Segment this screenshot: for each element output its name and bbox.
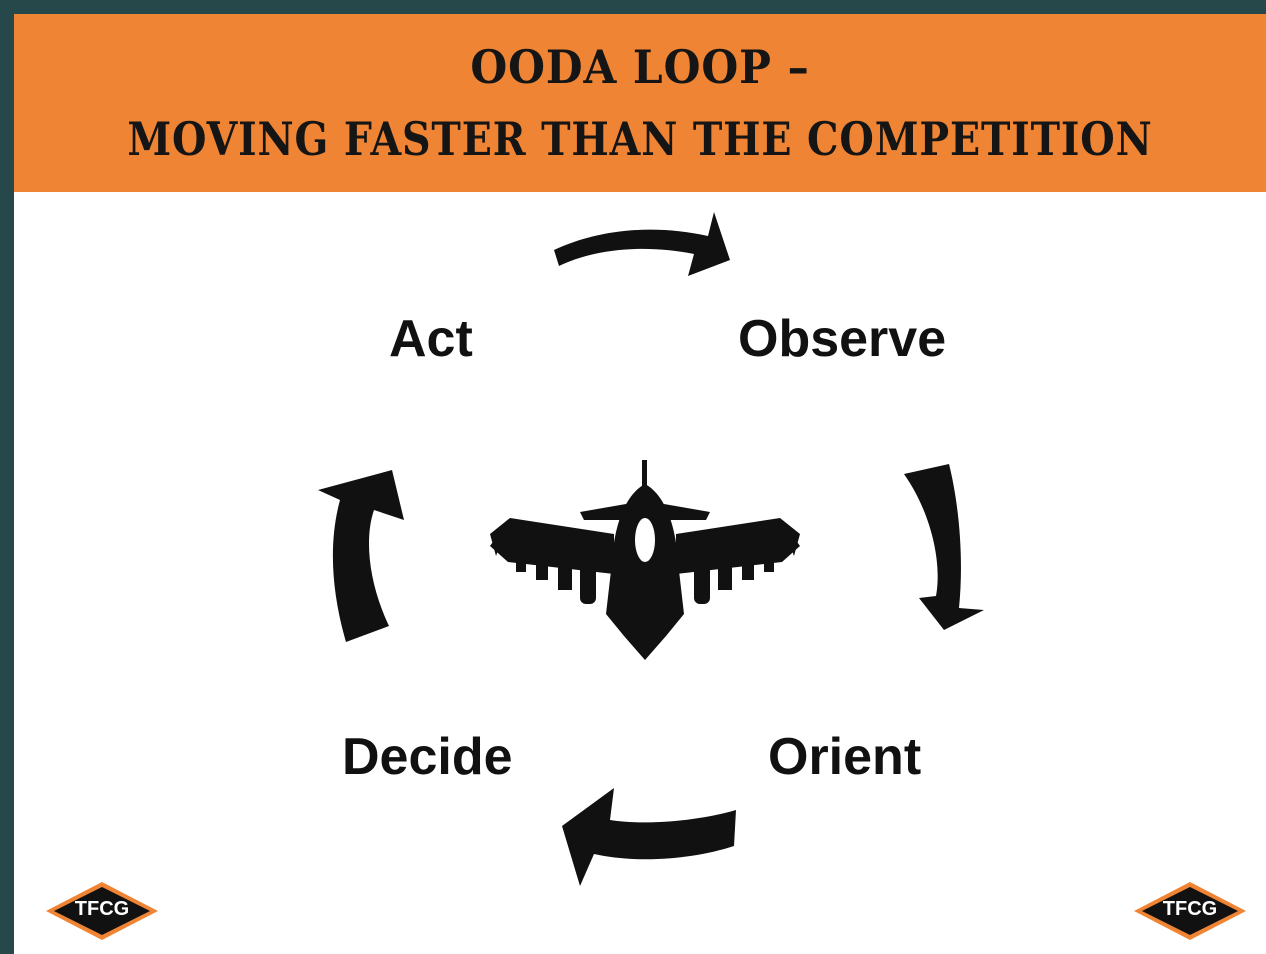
stage-label-decide: Decide — [342, 728, 513, 786]
tfcg-logo-left: TFCG — [44, 880, 160, 942]
title-banner: OODA LOOP – MOVING FASTER THAN THE COMPE… — [14, 14, 1266, 192]
stage-label-observe: Observe — [738, 310, 947, 368]
tfcg-logo-right: TFCG — [1132, 880, 1248, 942]
stage-label-act: Act — [389, 310, 473, 368]
diamond-logo-icon — [46, 882, 158, 940]
arrow-down-icon — [904, 464, 984, 630]
logo-text-left: TFCG — [74, 898, 130, 920]
arrow-up-icon — [318, 470, 404, 642]
title-line-2: MOVING FASTER THAN THE COMPETITION — [127, 112, 1153, 166]
logo-text-right: TFCG — [1162, 898, 1218, 920]
diamond-logo-icon — [1134, 882, 1246, 940]
stage-label-orient: Orient — [768, 728, 922, 786]
arrow-right-icon — [554, 212, 730, 276]
title-line-1: OODA LOOP – — [470, 40, 810, 94]
arrow-left-icon — [562, 788, 736, 886]
slide: OODA LOOP – MOVING FASTER THAN THE COMPE… — [14, 14, 1266, 954]
fighter-jet-icon — [490, 460, 800, 660]
